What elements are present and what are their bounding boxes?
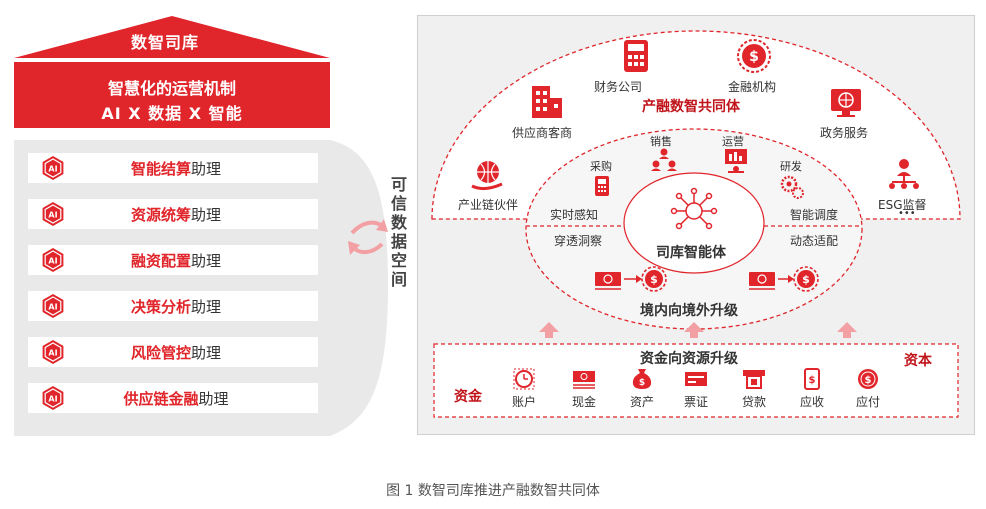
svg-text:$: $ <box>749 49 759 65</box>
monitor-globe-icon <box>831 89 861 117</box>
node-esg: ESG监督 <box>878 198 927 212</box>
roof-shape <box>14 16 330 58</box>
money-bag-icon: $ <box>632 369 652 389</box>
node-dynamic-adapt: 动态适配 <box>790 234 839 248</box>
up-arrow-icon <box>539 322 559 338</box>
up-arrow-icon <box>684 322 704 338</box>
node-procurement: 采购 <box>590 160 612 173</box>
mechanism-line-1: 智慧化的运营机制 <box>107 79 236 98</box>
assistant-label: 智能结算助理 <box>130 160 222 178</box>
receivable-phone-icon: $ <box>804 368 820 390</box>
svg-text:AI: AI <box>48 211 57 220</box>
assistant-list: AI 智能结算助理 AI 资源统筹助理 AI 融资配置助理 AI 决策分析助理 <box>14 140 330 436</box>
assistant-label: 风险管控助理 <box>130 344 222 362</box>
roof-title: 数智司库 <box>130 33 199 52</box>
pos-terminal-icon <box>595 176 609 196</box>
upgrade-label: 境内向境外升级 <box>640 303 738 319</box>
ai-badge-icon: AI <box>42 294 64 318</box>
base-right-label: 资本 <box>904 353 932 369</box>
mechanism-line-2: AI X 数据 X 智能 <box>101 104 243 123</box>
svg-text:$: $ <box>639 378 645 388</box>
figure-caption: 图 1 数智司库推进产融数智共同体 <box>386 483 600 499</box>
core-ellipse <box>623 172 765 274</box>
base-item-receivables: 应收 <box>800 395 825 409</box>
node-rnd: 研发 <box>780 160 802 173</box>
svg-text:AI: AI <box>48 349 57 358</box>
svg-text:$: $ <box>802 273 810 286</box>
assistant-label: 供应链金融助理 <box>123 390 229 408</box>
calculator-icon <box>624 40 648 72</box>
svg-text:$: $ <box>865 375 872 386</box>
ai-badge-icon: AI <box>42 156 64 180</box>
bidirectional-arrow-icon <box>348 219 388 255</box>
node-sales: 销售 <box>650 135 672 148</box>
cash-bill-icon <box>595 272 621 290</box>
outer-title: 产融数智共同体 <box>642 99 740 115</box>
brain-network-icon <box>670 187 718 230</box>
svg-text:AI: AI <box>48 303 57 312</box>
svg-text:$: $ <box>809 375 816 386</box>
assistant-label: 决策分析助理 <box>130 298 222 316</box>
svg-text:AI: AI <box>48 165 57 174</box>
node-operations: 运营 <box>722 135 744 148</box>
ai-badge-icon: AI <box>42 340 64 364</box>
node-penetration: 穿透洞察 <box>554 234 603 248</box>
base-item-bills: 票证 <box>684 395 709 409</box>
sales-team-icon <box>651 148 677 171</box>
base-left-label: 资金 <box>454 389 482 405</box>
cash-stack-icon <box>573 371 595 389</box>
svg-text:$: $ <box>650 273 658 286</box>
assistant-item: AI 融资配置助理 <box>28 245 318 275</box>
base-item-payables: 应付 <box>856 395 881 409</box>
node-smart-dispatch: 智能调度 <box>790 208 839 222</box>
globe-hand-icon <box>471 161 503 191</box>
ai-badge-icon: AI <box>42 248 64 272</box>
connector-shape <box>330 140 388 436</box>
mechanism-box: 智慧化的运营机制 AI X 数据 X 智能 <box>14 62 330 128</box>
arrow-right-icon <box>788 275 794 283</box>
assistant-item: AI 风险管控助理 <box>28 337 318 367</box>
trusted-data-space-label: 可信数据空间 <box>390 175 407 289</box>
node-government: 政务服务 <box>820 126 869 140</box>
node-suppliers: 供应商客商 <box>512 126 573 140</box>
ai-badge-icon: AI <box>42 386 64 410</box>
node-finance-company: 财务公司 <box>594 80 643 94</box>
core-label: 司库智能体 <box>656 245 726 261</box>
atm-icon <box>743 370 765 389</box>
base-item-loans: 贷款 <box>742 395 767 409</box>
dollar-coin-icon: $ <box>737 39 771 73</box>
assistant-item: AI 供应链金融助理 <box>28 383 318 413</box>
dollar-coin-icon: $ <box>641 266 667 292</box>
assistant-label: 融资配置助理 <box>130 252 222 270</box>
payable-coin-icon: $ <box>858 369 878 389</box>
voucher-card-icon <box>685 372 707 386</box>
ai-badge-icon: AI <box>42 202 64 226</box>
assistant-label: 资源统筹助理 <box>130 206 222 224</box>
up-arrow-icon <box>837 322 857 338</box>
node-esg-more: ••• <box>898 208 916 219</box>
operations-screen-icon <box>725 149 747 173</box>
gears-icon <box>780 175 804 199</box>
node-realtime-sense: 实时感知 <box>550 208 599 222</box>
people-network-icon <box>889 159 919 189</box>
assistant-item: AI 资源统筹助理 <box>28 199 318 229</box>
arrow-right-icon <box>636 275 642 283</box>
base-item-assets: 资产 <box>630 395 655 409</box>
assistant-item: AI 智能结算助理 <box>28 153 318 183</box>
base-title: 资金向资源升级 <box>640 351 738 367</box>
account-clock-icon <box>513 368 535 390</box>
node-financial-institution: 金融机构 <box>728 80 777 94</box>
base-item-account: 账户 <box>512 395 537 409</box>
ecosystem-graphics: $ <box>431 30 961 418</box>
svg-text:AI: AI <box>48 257 57 266</box>
node-chain-partners: 产业链伙伴 <box>458 198 519 212</box>
dollar-coin-icon: $ <box>793 266 819 292</box>
assistant-item: AI 决策分析助理 <box>28 291 318 321</box>
svg-text:AI: AI <box>48 395 57 404</box>
cash-bill-icon <box>749 272 775 290</box>
base-item-cash: 现金 <box>572 395 597 409</box>
ecosystem-frame: $ <box>417 15 975 435</box>
building-icon <box>532 86 562 118</box>
